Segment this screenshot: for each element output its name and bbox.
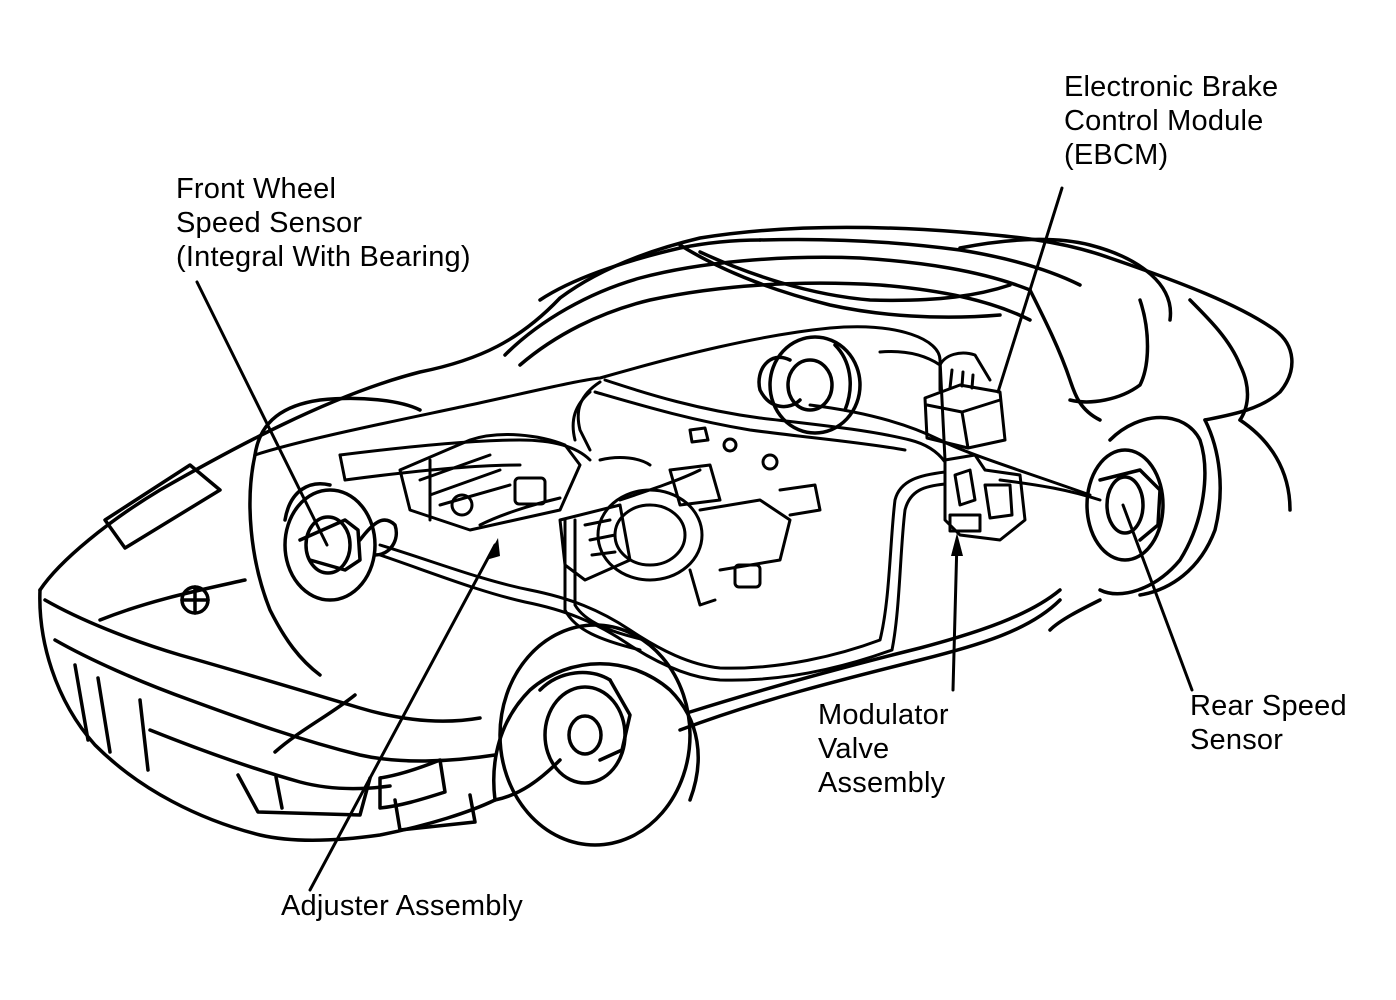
car-body	[38, 225, 1294, 842]
label-rss-line-2: Sensor	[1190, 724, 1284, 756]
label-ebcm-line-2: Control Module	[1064, 105, 1264, 137]
leader-lines	[195, 186, 1194, 892]
label-fwss-line-1: Front Wheel	[176, 173, 337, 205]
label-adjuster-assembly: Adjuster Assembly	[281, 889, 523, 923]
label-ebcm: Electronic Brake Control Module (EBCM)	[1064, 70, 1278, 172]
label-mva-line-3: Assembly	[818, 767, 946, 799]
front-wheel-lower	[492, 623, 700, 847]
label-adj-line-1: Adjuster Assembly	[281, 890, 523, 922]
label-rss-line-1: Rear Speed	[1190, 690, 1347, 722]
label-mva-line-2: Valve	[818, 733, 890, 765]
label-fwss-line-2: Speed Sensor	[176, 207, 363, 239]
label-ebcm-line-1: Electronic Brake	[1064, 71, 1279, 103]
rear-wheel-right	[1085, 415, 1207, 596]
label-fwss-line-3: (Integral With Bearing)	[176, 241, 471, 273]
chassis-frame	[253, 325, 947, 607]
ebcm-module	[878, 350, 1007, 450]
label-front-wheel-speed-sensor: Front Wheel Speed Sensor (Integral With …	[176, 172, 471, 274]
rear-wheel-left	[757, 335, 862, 435]
modulator-valve	[943, 453, 1027, 542]
leader-rear-speed-sensor	[1121, 503, 1194, 692]
leader-adjuster-assembly	[308, 543, 497, 892]
brake-lines	[378, 378, 1102, 682]
label-mva-line-1: Modulator	[818, 699, 949, 731]
front-wheel-upper	[283, 482, 398, 602]
leader-modulator-valve	[951, 538, 959, 692]
label-modulator-valve-assembly: Modulator Valve Assembly	[818, 698, 949, 800]
label-rear-speed-sensor: Rear Speed Sensor	[1190, 689, 1347, 757]
leader-ebcm	[996, 186, 1064, 394]
leader-front-wheel-speed-sensor	[195, 280, 329, 547]
leader-arrowheads	[486, 533, 963, 560]
label-ebcm-line-3: (EBCM)	[1064, 139, 1169, 171]
